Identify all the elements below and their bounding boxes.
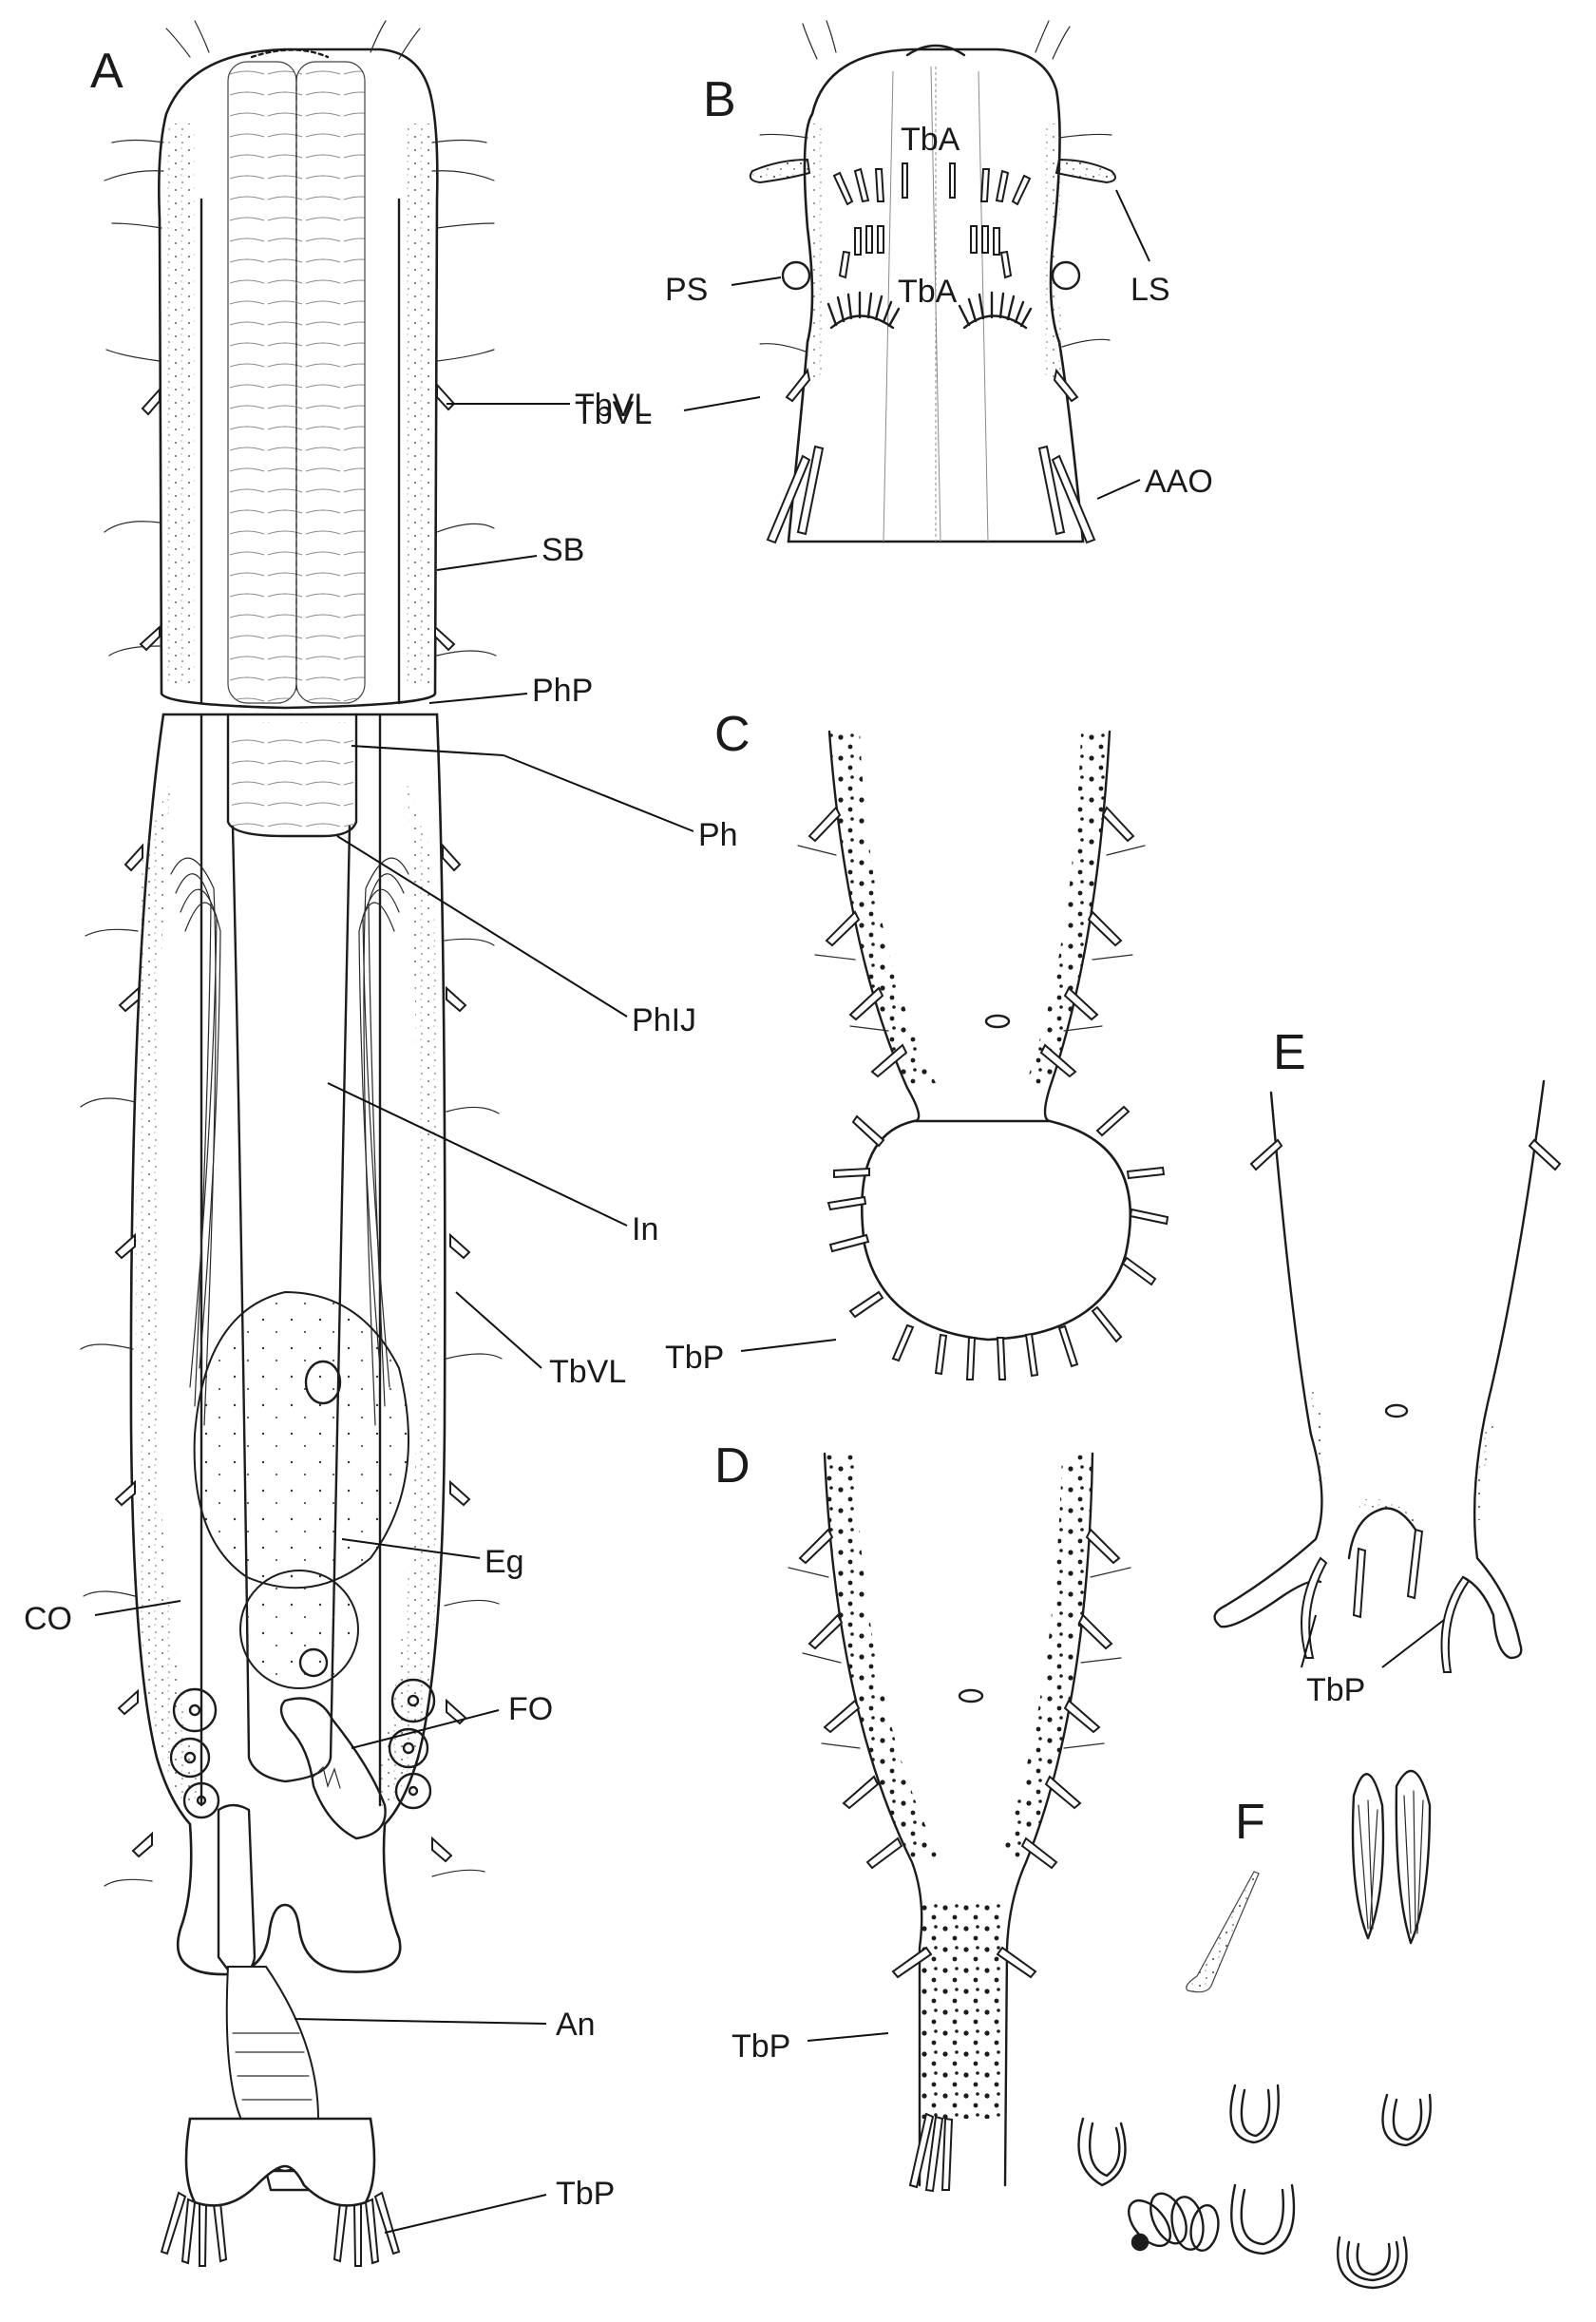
label-tbvl-b: TbVL: [575, 395, 652, 431]
label-tbp-a: TbP: [556, 2176, 615, 2212]
panel-f-scale-right: [1395, 1769, 1432, 1945]
panel-a: [80, 20, 503, 2267]
panel-c-leaders: [740, 1339, 837, 1352]
panel-a-stippled-margin-right: [404, 124, 433, 684]
panel-a-muscles-right: [358, 857, 409, 1426]
panel-b-ls-right: [1054, 158, 1116, 184]
label-php: PhP: [532, 673, 593, 709]
panel-a-pharynx-right: [295, 61, 366, 704]
label-co: CO: [24, 1601, 72, 1637]
label-phij: PhIJ: [632, 1002, 696, 1038]
panel-a-tubes-trunk: [114, 843, 471, 1863]
panel-a-leaders: [94, 403, 694, 2234]
label-fo: FO: [508, 1691, 553, 1727]
panel-a-mouth: [250, 48, 330, 59]
panel-e: [1213, 1079, 1562, 1673]
panel-f-spine: [1186, 1871, 1260, 1993]
panel-a-frontal-organ: [279, 1697, 387, 1840]
label-tba-upper: TbA: [901, 122, 960, 158]
panel-b-mouth: [905, 44, 966, 57]
label-tbp-d: TbP: [732, 2028, 790, 2065]
panel-a-muscles-left: [170, 857, 221, 1426]
panel-a-oocytes: [169, 1678, 436, 1819]
panel-a-tubes-anterior: [139, 382, 456, 652]
panel-f-scale-left: [1351, 1773, 1385, 1940]
panel-a-labels: TbVL SB PhP Ph PhIJ In TbVL Eg FO CO An …: [24, 388, 738, 2212]
panel-a-sensory-hairs-trunk: [80, 928, 503, 1887]
panel-letter-b: B: [703, 72, 736, 127]
panel-a-pharynx-left: [227, 61, 297, 704]
panel-e-tubes: [1249, 1138, 1562, 1673]
panel-b-labels: TbA TbA PS LS TbVL AAO: [575, 122, 1213, 500]
panel-letters: A B C D E F: [90, 44, 1306, 1850]
panel-b-aao-left: [766, 445, 825, 544]
panel-e-leaders: [1301, 1614, 1445, 1668]
panel-b: [749, 20, 1116, 544]
label-tbvl-a1: TbVL: [575, 388, 652, 424]
label-aao: AAO: [1145, 464, 1213, 500]
panel-b-leaders: [683, 189, 1150, 500]
panel-d-leaders: [807, 2032, 889, 2042]
panel-c: [797, 730, 1169, 1380]
label-sb: SB: [542, 532, 584, 568]
panel-b-ls-left: [749, 158, 811, 184]
panel-b-ps-right: [1051, 260, 1081, 291]
label-eg: Eg: [484, 1544, 524, 1580]
panel-c-tbp: [826, 1105, 1169, 1380]
panel-c-disc: [861, 1119, 1132, 1342]
label-an: An: [556, 2007, 596, 2043]
panel-b-fan-left: [826, 291, 901, 330]
panel-f: [1077, 1769, 1432, 2290]
panel-a-stippled-margin-left: [165, 124, 195, 684]
panel-f-cluster: [1128, 2192, 1220, 2252]
panel-letter-a: A: [90, 44, 124, 99]
label-ph: Ph: [698, 817, 738, 853]
panel-letter-c: C: [714, 707, 750, 762]
panel-f-hooks: [1077, 2084, 1432, 2290]
label-tbvl-a2: TbVL: [549, 1354, 626, 1390]
panel-c-tubes: [808, 806, 1135, 1078]
panel-d-tubes: [798, 1528, 1121, 2193]
panel-b-tba-upper: [832, 162, 1032, 206]
panel-b-fan-right: [958, 291, 1033, 330]
panel-letter-d: D: [714, 1438, 750, 1494]
label-tbp-e: TbP: [1306, 1672, 1365, 1708]
panel-d: [788, 1452, 1131, 2193]
panel-a-tbp-right: [332, 2191, 401, 2267]
panel-a-sensory-hairs-head: [104, 20, 497, 657]
panel-a-egg-second: [239, 1570, 359, 1689]
panel-b-aao-right: [1037, 445, 1096, 544]
panel-letter-e: E: [1273, 1025, 1306, 1080]
panel-a-intestine: [231, 825, 352, 1783]
label-ps: PS: [665, 272, 708, 308]
panel-letter-f: F: [1235, 1795, 1265, 1850]
panel-b-sensory-hairs: [759, 20, 1112, 352]
panel-b-ps-left: [781, 260, 811, 291]
label-ls: LS: [1130, 272, 1170, 308]
panel-b-tba-lower: [838, 225, 1013, 279]
label-tba-lower: TbA: [898, 274, 958, 310]
label-in: In: [632, 1211, 658, 1247]
label-tbp-c: TbP: [665, 1340, 724, 1376]
